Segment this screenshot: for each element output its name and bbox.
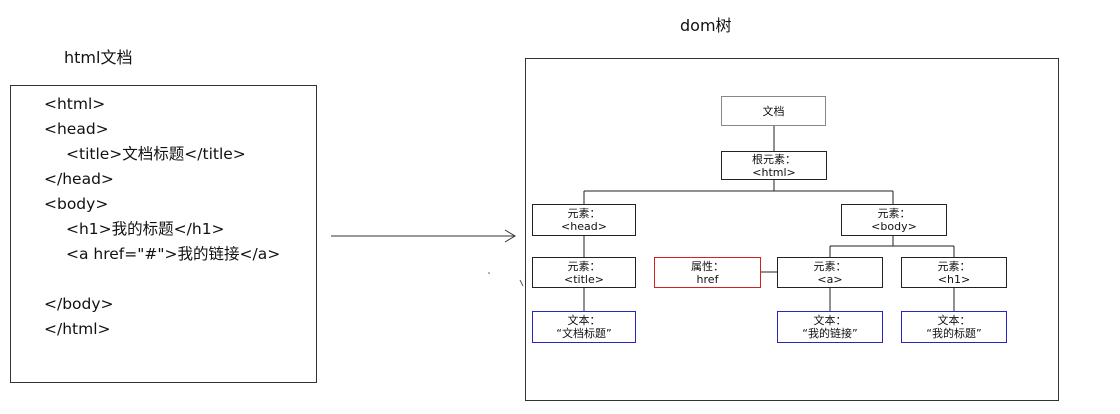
code-line-anchor: <a href="#">我的链接</a> — [66, 245, 281, 263]
code-line-html-close: </html> — [44, 320, 111, 338]
h1-node-type: 元素： — [937, 259, 971, 273]
code-line-body-open: <body> — [44, 195, 109, 213]
title-node-name: <title> — [564, 272, 604, 286]
conversion-arrow — [331, 229, 524, 287]
tree-connectors — [583, 126, 955, 311]
dom-tree-frame: 文档 根元素： <html> 元素： <head> 元素： <body> 元素：… — [525, 58, 1059, 401]
title-text-value: “文档标题” — [556, 327, 612, 340]
code-line-h1: <h1>我的标题</h1> — [66, 220, 225, 238]
a-text-node: 文本： “我的链接” — [777, 311, 883, 343]
h1-text-node: 文本： “我的标题” — [901, 311, 1007, 343]
title-node-type: 元素： — [567, 259, 601, 273]
a-element-node: 元素： <a> — [777, 257, 883, 288]
dom-tree-heading: dom树 — [680, 16, 732, 35]
a-node-name: <a> — [817, 272, 843, 286]
body-element-node: 元素： <body> — [841, 204, 947, 236]
href-attribute-node: 属性： href — [654, 257, 761, 288]
body-node-name: <body> — [871, 220, 917, 233]
root-node-name: <html> — [752, 165, 796, 179]
h1-element-node: 元素： <h1> — [901, 257, 1007, 288]
document-node: 文档 — [721, 96, 826, 126]
a-text-value: “我的链接” — [802, 327, 858, 340]
attr-node-name: href — [696, 272, 719, 286]
body-node-type: 元素： — [877, 207, 911, 220]
code-line-head-close: </head> — [44, 170, 114, 188]
h1-text-type: 文本： — [937, 314, 971, 327]
head-element-node: 元素： <head> — [532, 204, 636, 236]
title-element-node: 元素： <title> — [532, 257, 636, 288]
title-text-node: 文本： “文档标题” — [532, 311, 636, 343]
code-line-title: <title>文档标题</title> — [66, 145, 246, 163]
code-line-head-open: <head> — [44, 120, 109, 138]
a-text-type: 文本： — [813, 314, 847, 327]
attr-node-type: 属性： — [691, 259, 724, 273]
code-line-body-close: </body> — [44, 295, 114, 313]
root-node-type: 根元素： — [752, 152, 796, 166]
h1-node-name: <h1> — [937, 272, 971, 286]
title-text-type: 文本： — [567, 314, 601, 327]
code-line-html-open: <html> — [44, 95, 106, 113]
a-node-type: 元素： — [813, 259, 847, 273]
root-element-node: 根元素： <html> — [721, 151, 827, 180]
html-code-box: <html> <head> <title>文档标题</title> </head… — [10, 85, 317, 383]
h1-text-value: “我的标题” — [926, 327, 982, 340]
html-document-heading: html文档 — [64, 48, 133, 67]
head-node-type: 元素： — [567, 207, 601, 220]
document-node-label: 文档 — [762, 104, 785, 118]
head-node-name: <head> — [561, 220, 607, 233]
